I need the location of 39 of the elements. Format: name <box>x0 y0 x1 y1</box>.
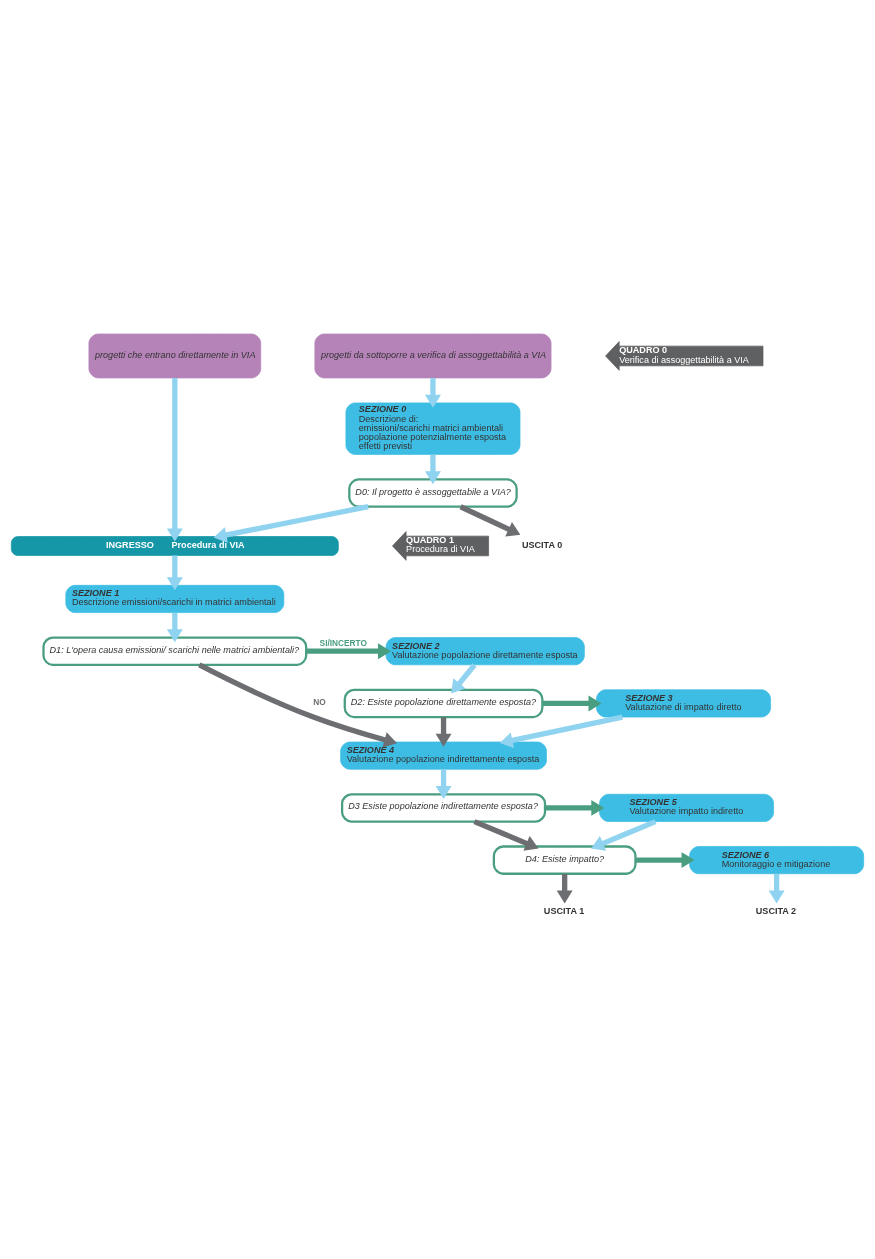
arrow <box>213 503 369 543</box>
arrow <box>306 642 392 659</box>
arrow <box>424 454 441 484</box>
node-box: progetti che entrano direttamente in VIA <box>88 333 262 378</box>
node-box: D4: Esiste impatto? <box>492 844 637 875</box>
node-box: SEZIONE 6 Monitoraggio e mitigazione <box>689 845 865 874</box>
edge-label: SI/INCERTO <box>319 637 368 648</box>
arrow <box>435 716 452 747</box>
node-box: SEZIONE 5 Valutazione impatto indiretto <box>599 793 774 822</box>
arrow <box>424 377 441 408</box>
node-box: SEZIONE 2 Valutazione popolazione direttamente esposta <box>385 636 585 665</box>
node-box: INGRESSO Procedura di VIA <box>10 535 339 556</box>
edge-label: NO <box>313 696 326 707</box>
node-box: SEZIONE 0 Descrizione di: emissioni/scarichi matrici ambientali popolazione potenzialmente esposta effetti previsti <box>345 402 521 455</box>
arrow <box>473 818 539 851</box>
node-text: USCITA 1 <box>543 905 585 916</box>
arrow <box>591 818 657 851</box>
node-text: USCITA 0 <box>521 539 563 550</box>
arrow <box>499 714 623 748</box>
node-text: USCITA 2 <box>755 905 797 916</box>
node-box: SEZIONE 3 Valutazione di impatto diretto <box>596 688 771 717</box>
arrow <box>166 612 183 642</box>
arrow <box>435 768 452 799</box>
arrow <box>556 873 573 903</box>
arrow <box>635 851 695 868</box>
node-box: D3 Esiste popolazione indirettamente esposta? <box>341 792 547 823</box>
arrow <box>166 377 183 541</box>
node-box: SEZIONE 4 Valutazione popolazione indirettamente esposta <box>340 741 547 770</box>
arrow <box>542 694 602 711</box>
node-box: SEZIONE 1 Descrizione emissioni/scarichi in matrici ambientali <box>65 584 285 613</box>
arrow <box>768 873 785 903</box>
node-box: D0: Il progetto è assoggettabile a VIA? <box>348 477 518 508</box>
node-box: progetti da sottoporre a verifica di assoggettabilità a VIA <box>314 333 552 378</box>
node-box: D1: L'opera causa emissioni/ scarichi nelle matrici ambientali? <box>42 635 308 666</box>
node-box: D2: Esiste popolazione direttamente esposta? <box>343 688 544 718</box>
arrow <box>451 662 477 693</box>
arrow <box>166 554 183 590</box>
arrow <box>545 799 605 816</box>
arrow <box>198 662 398 748</box>
